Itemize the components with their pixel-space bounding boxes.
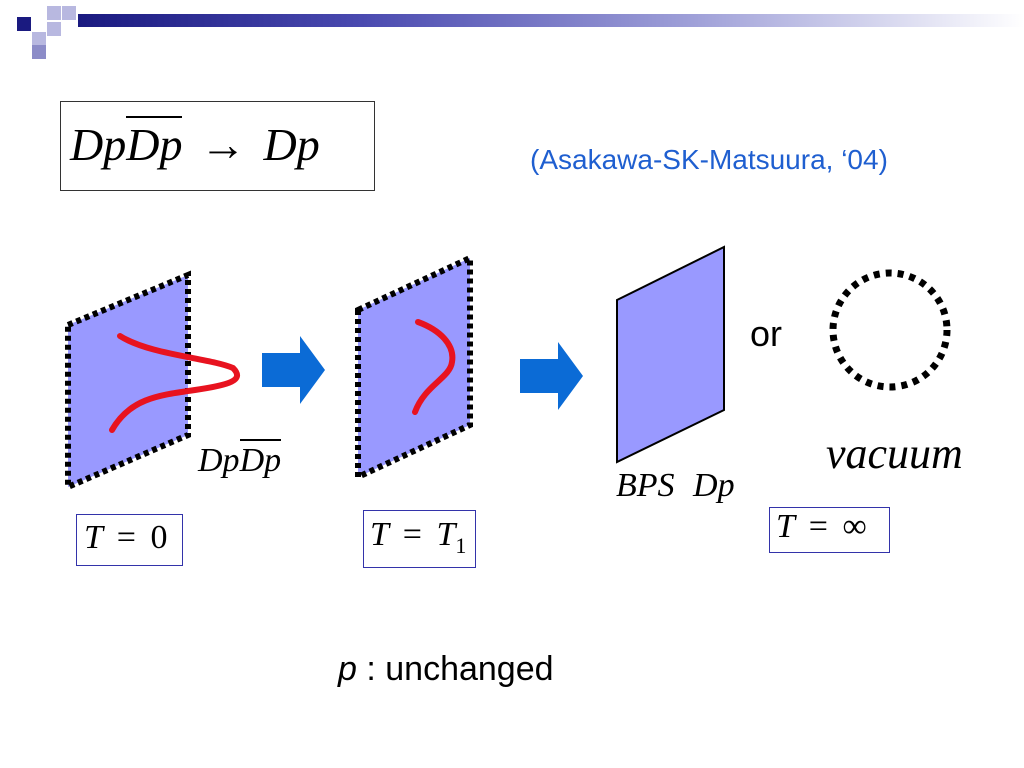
caption-bps-dp: BPS Dp — [616, 467, 735, 505]
deco-square-mid — [32, 45, 46, 59]
title-equation: DpDp → Dp — [70, 116, 320, 171]
deco-square-dark — [17, 17, 31, 31]
equation-arrow: → — [199, 119, 246, 170]
temp-value: 0 — [150, 519, 168, 556]
unchanged-note: p : unchanged — [338, 650, 554, 689]
corner-decoration — [17, 6, 76, 59]
temperature-label-1: T = T1 — [370, 516, 466, 559]
vacuum-label: vacuum — [826, 429, 963, 478]
temperature-box-inf — [769, 507, 890, 553]
title-equation-box — [60, 101, 375, 191]
deco-square-light — [62, 6, 76, 20]
equation-rhs-dp: Dp — [263, 119, 320, 170]
temp-symbol: T — [370, 516, 389, 553]
equation-lhs-dp: Dp — [70, 119, 127, 170]
caption-dp: Dp — [693, 467, 735, 504]
caption-bps: BPS — [616, 467, 675, 504]
or-label: or — [750, 313, 783, 354]
temp-value: T — [436, 516, 456, 553]
temperature-box-1 — [363, 510, 476, 568]
equals-sign: = — [116, 519, 136, 556]
temp-symbol: T — [776, 508, 795, 545]
temp-subscript: 1 — [455, 532, 467, 558]
equals-sign: = — [808, 508, 828, 545]
temperature-label-inf: T = ∞ — [776, 508, 867, 546]
equation-lhs-antidp: Dp — [126, 116, 183, 170]
vacuum-circle-icon — [829, 269, 951, 391]
temperature-label-0: T = 0 — [84, 519, 167, 557]
citation: (Asakawa-SK-Matsuura, ‘04) — [530, 144, 888, 175]
brane-2 — [355, 253, 473, 482]
equals-sign: = — [402, 516, 422, 553]
tachyon-curve-2 — [412, 319, 456, 415]
brane-1 — [65, 270, 191, 492]
tachyon-curve-1 — [109, 333, 240, 433]
note-variable: p — [338, 650, 357, 688]
caption-dp-antidp: DpDp — [198, 439, 282, 480]
temperature-box-0 — [76, 514, 183, 566]
deco-square-light — [32, 32, 46, 46]
temp-symbol: T — [84, 519, 103, 556]
temp-value: ∞ — [842, 508, 867, 545]
arrow-right-icon — [520, 342, 583, 410]
arrow-right-icon — [262, 336, 325, 404]
bps-brane — [616, 245, 725, 464]
deco-square-light — [47, 22, 61, 36]
note-text: : unchanged — [356, 650, 554, 688]
caption-dp: Dp — [198, 442, 240, 479]
caption-antidp: Dp — [239, 439, 282, 479]
header-gradient-bar — [78, 14, 1024, 27]
deco-square-light — [47, 6, 61, 20]
